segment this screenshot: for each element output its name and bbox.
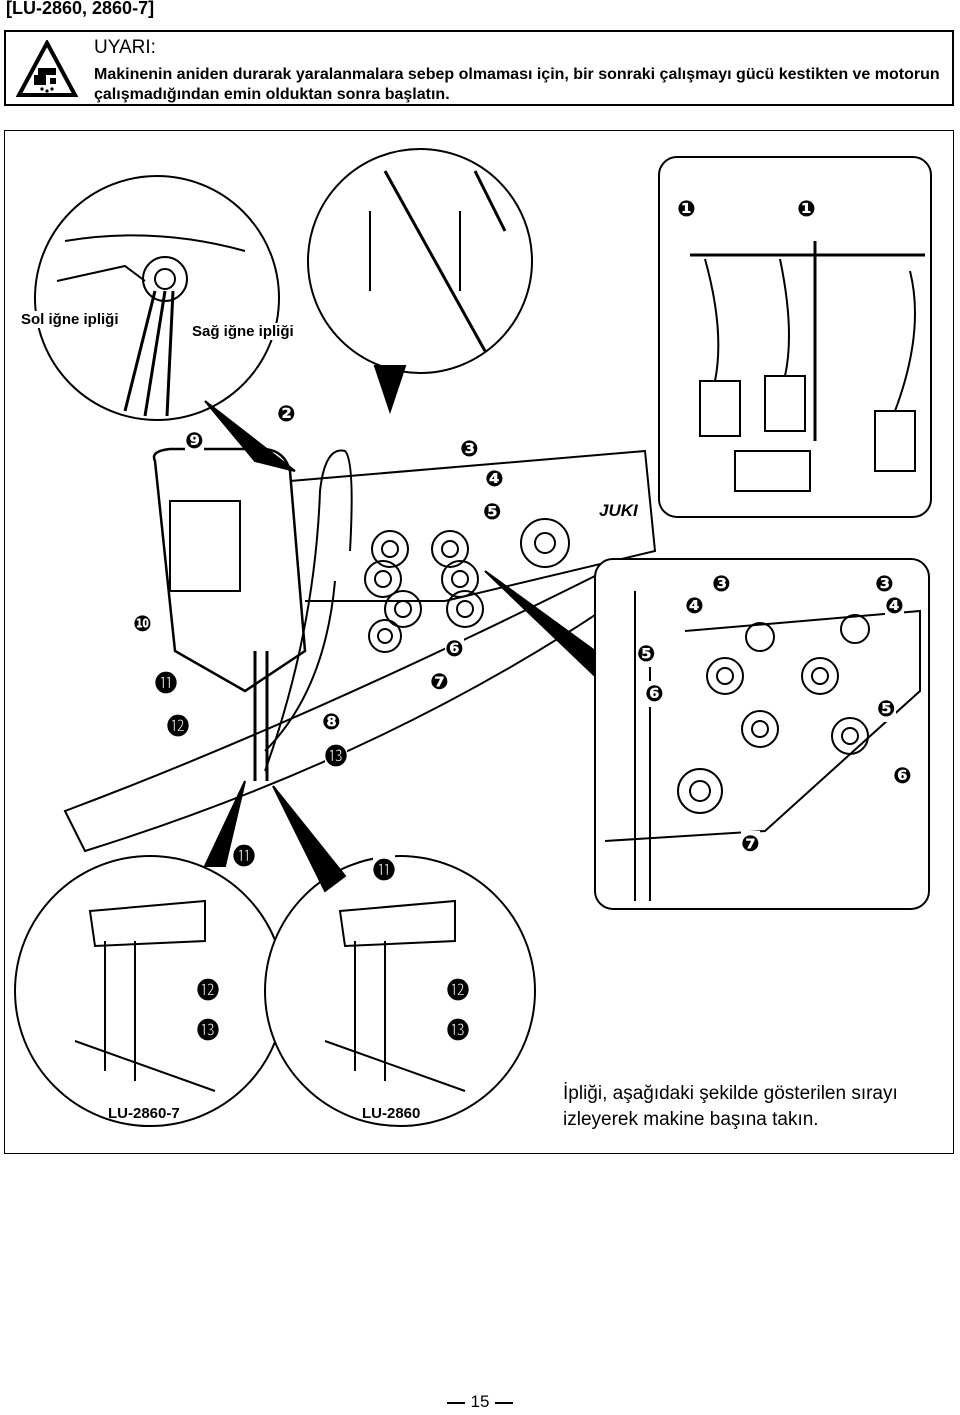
dash-left: [446, 1401, 465, 1404]
callout-3-detail: ❸: [712, 571, 731, 597]
callout-5-detail: ❺: [637, 641, 656, 667]
threading-figure: Sol iğne ipliği Sağ iğne ipliği ❶ ❶ ❷ ❾ …: [4, 130, 954, 1154]
callout-7: ❼: [430, 669, 449, 695]
warning-box: UYARI: Makinenin aniden durarak yaralanm…: [4, 30, 954, 106]
dash-right: [495, 1401, 514, 1404]
callout-2: ❷: [277, 401, 296, 427]
callout-12-right: ⓬: [447, 973, 470, 1005]
callout-11-left: ⓫: [233, 839, 256, 871]
callout-1: ❶: [677, 196, 696, 222]
brand-logo-text: JUKI: [595, 501, 642, 521]
callout-13-left: ⓭: [197, 1013, 220, 1045]
page-number: 15: [440, 1392, 520, 1412]
callout-4-detail-b: ❹: [885, 593, 904, 619]
callout-13-right: ⓭: [447, 1013, 470, 1045]
callout-10: ❿: [133, 611, 152, 637]
page-header: [LU-2860, 2860-7]: [6, 0, 155, 18]
machine-illustration: [14, 148, 932, 1127]
page-number-value: 15: [470, 1392, 490, 1411]
callout-13: ⓭: [325, 739, 348, 771]
callout-4-detail: ❹: [685, 593, 704, 619]
model-label-lu-2860-7: LU-2860-7: [108, 1105, 180, 1122]
callout-7-detail: ❼: [741, 831, 760, 857]
right-needle-thread-label: Sağ iğne ipliği: [190, 323, 296, 340]
model-label-lu-2860: LU-2860: [362, 1105, 421, 1122]
warning-title: UYARI:: [94, 37, 156, 58]
threading-instruction-caption: İpliği, aşağıdaki şekilde gösterilen sır…: [563, 1083, 898, 1130]
hand-caution-icon: [16, 40, 78, 97]
callout-11: ⓫: [155, 666, 178, 698]
callout-12-left: ⓬: [197, 973, 220, 1005]
left-needle-thread-label: Sol iğne ipliği: [19, 311, 121, 328]
callout-3-detail-b: ❸: [875, 571, 894, 597]
callout-1b: ❶: [797, 196, 816, 222]
callout-9: ❾: [185, 428, 204, 454]
callout-6-detail: ❻: [645, 681, 664, 707]
warning-text: Makinenin aniden durarak yaralanmalara s…: [94, 66, 940, 103]
callout-5: ❺: [483, 499, 502, 525]
callout-3: ❸: [460, 436, 479, 462]
callout-11-right: ⓫: [373, 853, 396, 885]
callout-4: ❹: [485, 466, 504, 492]
callout-5-detail-b: ❺: [877, 696, 896, 722]
callout-6: ❻: [445, 636, 464, 662]
callout-6-detail-b: ❻: [893, 763, 912, 789]
callout-8: ❽: [322, 709, 341, 735]
callout-12: ⓬: [167, 709, 190, 741]
